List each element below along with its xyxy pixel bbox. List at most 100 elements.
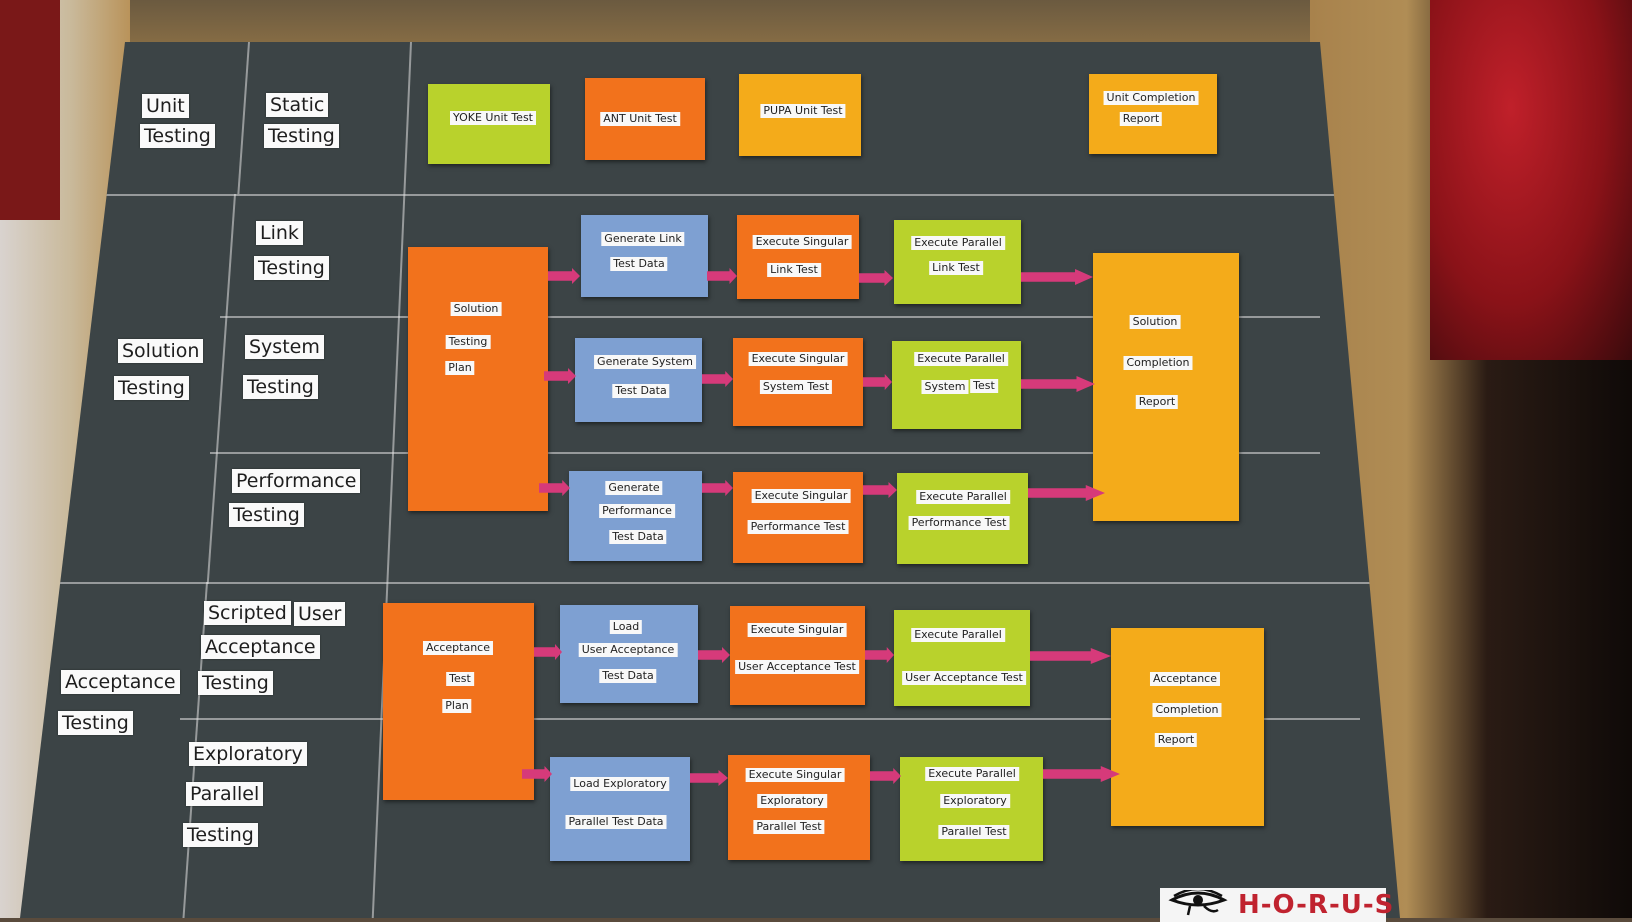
divider-scripted-exploratory: [180, 718, 1360, 720]
label-scripted-testing: Testing: [198, 671, 273, 695]
arrow-plan-to-link: [548, 268, 580, 284]
label-acceptance: Acceptance: [61, 670, 180, 694]
arrow-perf-gen-to-singular: [702, 480, 733, 496]
card-execute-parallel-system-test: Execute Parallel System Test: [892, 341, 1021, 429]
card-text: Solution: [450, 302, 502, 316]
card-text: Link Test: [767, 263, 821, 277]
card-text: Execute Singular: [752, 235, 852, 249]
card-execute-singular-system-test: Execute Singular System Test: [733, 338, 863, 426]
card-text: Execute Singular: [747, 623, 847, 637]
card-text: Execute Parallel: [911, 236, 1005, 250]
arrow-explore-singular-to-parallel: [870, 768, 901, 784]
card-text: Exploratory: [940, 794, 1010, 808]
card-text: Test Data: [610, 257, 668, 271]
card-text: YOKE Unit Test: [450, 111, 536, 125]
card-text: Solution: [1129, 315, 1181, 329]
arrow-plan-to-system: [544, 368, 576, 384]
divider-solution-acceptance: [50, 582, 1400, 584]
card-pupa-unit-test: PUPA Unit Test: [739, 74, 861, 156]
arrow-uat-parallel-to-report: [1030, 648, 1111, 664]
divider-col1-top: [237, 42, 250, 194]
card-text: Execute Parallel: [916, 490, 1010, 504]
arrow-link-gen-to-singular: [707, 268, 737, 284]
arrow-link-parallel-to-report: [1021, 269, 1093, 285]
card-execute-singular-link-test: Execute Singular Link Test: [737, 215, 859, 299]
card-execute-parallel-performance-test: Execute Parallel Performance Test: [897, 473, 1028, 564]
card-text: Report: [1135, 395, 1179, 409]
arrow-perf-parallel-to-report: [1028, 485, 1105, 501]
arrow-explore-load-to-singular: [690, 770, 728, 786]
label-unit-testing: Testing: [140, 124, 215, 148]
card-text: ANT Unit Test: [600, 112, 680, 126]
card-text: Report: [1119, 112, 1163, 126]
card-text: Test: [970, 379, 998, 393]
card-text: Acceptance: [1149, 672, 1221, 686]
card-execute-singular-exploratory-parallel-test: Execute Singular Exploratory Parallel Te…: [728, 755, 870, 860]
arrow-plan-to-performance: [539, 480, 570, 496]
arrow-system-parallel-to-report: [1021, 376, 1095, 392]
label-solution: Solution: [118, 339, 204, 363]
label-scripted-user: User: [294, 602, 346, 626]
card-text: User Acceptance Test: [735, 660, 859, 674]
card-text: Load Exploratory: [570, 777, 670, 791]
card-text: Performance: [599, 504, 675, 518]
arrow-uat-load-to-singular: [698, 647, 730, 663]
label-acceptance-testing: Testing: [58, 711, 133, 735]
label-unit: Unit: [142, 94, 189, 118]
card-execute-singular-user-acceptance-test: Execute Singular User Acceptance Test: [730, 606, 865, 705]
arrow-system-gen-to-singular: [702, 371, 733, 387]
card-text: Test: [446, 672, 474, 686]
card-text: Performance Test: [908, 516, 1010, 530]
card-solution-testing-plan: Solution Testing Plan: [408, 247, 548, 511]
card-text: Execute Parallel: [925, 767, 1019, 781]
card-text: System: [921, 380, 969, 394]
label-static: Static: [266, 93, 329, 117]
arrow-system-singular-to-parallel: [863, 374, 892, 390]
card-text: Exploratory: [757, 794, 827, 808]
label-system: System: [245, 335, 324, 359]
label-solution-testing: Testing: [114, 376, 189, 400]
card-text: Unit Completion: [1103, 91, 1199, 105]
card-text: Test Data: [609, 530, 667, 544]
card-generate-performance-test-data: Generate Performance Test Data: [569, 471, 702, 561]
arrow-acceptance-plan-to-uat: [534, 644, 562, 660]
arrow-acceptance-plan-to-exploratory: [522, 766, 552, 782]
eye-of-horus-icon: [1168, 890, 1228, 916]
arrow-perf-singular-to-parallel: [863, 482, 897, 498]
arrow-uat-singular-to-parallel: [865, 647, 894, 663]
card-yoke-unit-test: YOKE Unit Test: [428, 84, 550, 164]
card-text: Parallel Test Data: [565, 815, 667, 829]
card-text: Execute Parallel: [911, 628, 1005, 642]
label-scripted: Scripted: [204, 601, 291, 625]
card-solution-completion-report: Solution Completion Report: [1093, 253, 1239, 521]
card-text: User Acceptance Test: [902, 671, 1026, 685]
card-text: Execute Singular: [751, 489, 851, 503]
card-text: Link Test: [929, 261, 983, 275]
label-link: Link: [256, 221, 303, 245]
divider-link-system: [220, 316, 1320, 318]
card-ant-unit-test: ANT Unit Test: [585, 78, 705, 160]
card-acceptance-completion-report: Acceptance Completion Report: [1111, 628, 1264, 826]
label-exploratory: Exploratory: [189, 742, 307, 766]
card-text: Load: [609, 620, 643, 634]
card-text: Acceptance: [422, 641, 494, 655]
card-text: User Acceptance: [578, 643, 678, 657]
card-text: PUPA Unit Test: [760, 104, 846, 118]
card-text: Plan: [445, 361, 475, 375]
card-text: Performance Test: [747, 520, 849, 534]
label-performance-testing: Testing: [229, 503, 304, 527]
label-link-testing: Testing: [254, 256, 329, 280]
arrow-link-singular-to-parallel: [859, 270, 893, 286]
card-text: Execute Singular: [745, 768, 845, 782]
label-system-testing: Testing: [243, 375, 318, 399]
card-execute-parallel-user-acceptance-test: Execute Parallel User Acceptance Test: [894, 610, 1030, 706]
label-performance: Performance: [232, 469, 361, 493]
card-execute-parallel-exploratory-parallel-test: Execute Parallel Exploratory Parallel Te…: [900, 757, 1043, 861]
divider-system-performance: [210, 452, 1320, 454]
card-generate-link-test-data: Generate Link Test Data: [581, 215, 708, 297]
card-text: Completion: [1123, 356, 1193, 370]
card-load-exploratory-parallel-test-data: Load Exploratory Parallel Test Data: [550, 757, 690, 861]
card-text: Execute Parallel: [914, 352, 1008, 366]
red-cloth-right: [1430, 0, 1632, 360]
card-text: Generate: [605, 481, 663, 495]
